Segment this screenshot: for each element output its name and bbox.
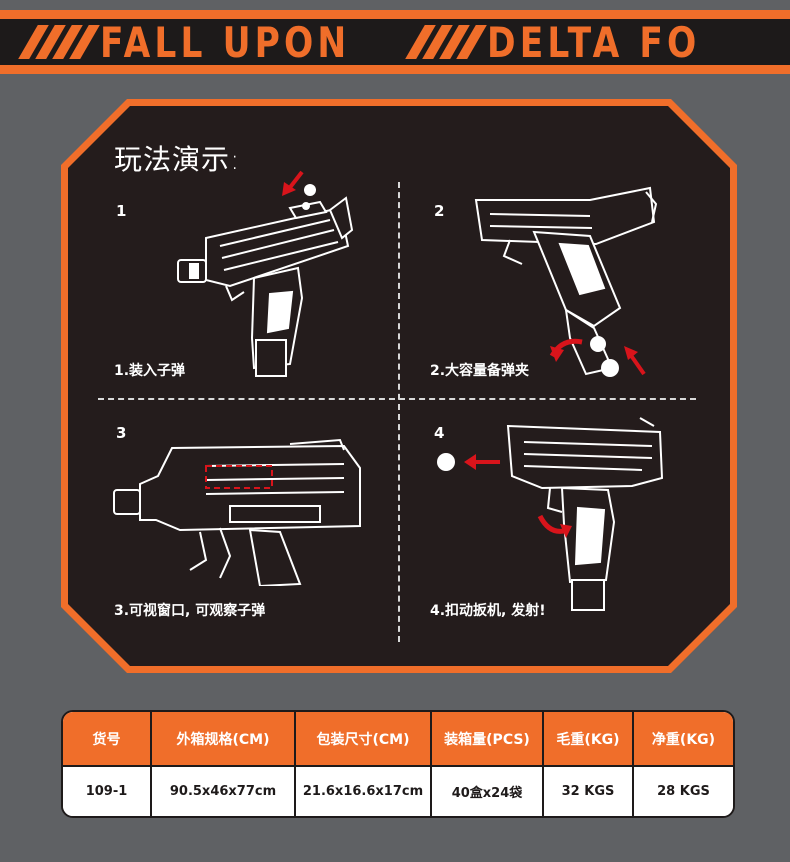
gun-step-4-image: [437, 417, 664, 611]
cell-package-size: 21.6x16.6x17cm: [295, 766, 432, 816]
header-item-no: 货号: [63, 712, 152, 767]
divider-horizontal: [98, 398, 696, 400]
step-1-number: 1: [116, 202, 127, 220]
hazard-stripes-icon: [405, 25, 488, 59]
step-4-number: 4: [434, 424, 445, 442]
gun-step-3-image: [113, 438, 361, 586]
header-gross-weight: 毛重(KG): [543, 712, 634, 767]
divider-vertical: [398, 182, 400, 642]
demo-title: 玩法演示:: [114, 143, 241, 176]
header-net-weight: 净重(KG): [633, 712, 733, 767]
header-carton-size: 外箱规格(CM): [151, 712, 296, 767]
step-3-caption: 3.可视窗口, 可观察子弹: [114, 603, 266, 619]
banner-strip: FALL UPON DELTA FO: [0, 17, 790, 67]
hazard-stripes-icon: [18, 25, 100, 59]
table-row: 109-1 90.5x46x77cm 21.6x16.6x17cm 40盒x24…: [63, 766, 733, 816]
step-2-caption: 2.大容量备弹夹: [430, 363, 530, 379]
top-banner: FALL UPON DELTA FO: [0, 10, 790, 74]
header-packing-qty: 装箱量(PCS): [431, 712, 544, 767]
step-2-number: 2: [434, 202, 445, 220]
cell-item-no: 109-1: [63, 766, 152, 816]
banner-text-1: FALL UPON: [100, 17, 351, 67]
spec-table: 货号 外箱规格(CM) 包装尺寸(CM) 装箱量(PCS) 毛重(KG) 净重(…: [61, 710, 735, 818]
step-1-caption: 1.装入子弹: [114, 363, 186, 379]
spec-table-header-row: 货号 外箱规格(CM) 包装尺寸(CM) 装箱量(PCS) 毛重(KG) 净重(…: [63, 712, 733, 767]
banner-text-2: DELTA FO: [487, 17, 701, 67]
step-4-caption: 4.扣动扳机, 发射!: [430, 603, 546, 619]
cell-carton-size: 90.5x46x77cm: [151, 766, 296, 816]
cell-packing-qty: 40盒x24袋: [431, 766, 544, 816]
header-package-size: 包装尺寸(CM): [295, 712, 432, 767]
step-3-number: 3: [116, 424, 127, 442]
cell-net-weight: 28 KGS: [633, 766, 733, 816]
gun-step-1-image: [177, 170, 354, 377]
cell-gross-weight: 32 KGS: [543, 766, 634, 816]
gun-step-2-image: [474, 186, 658, 377]
